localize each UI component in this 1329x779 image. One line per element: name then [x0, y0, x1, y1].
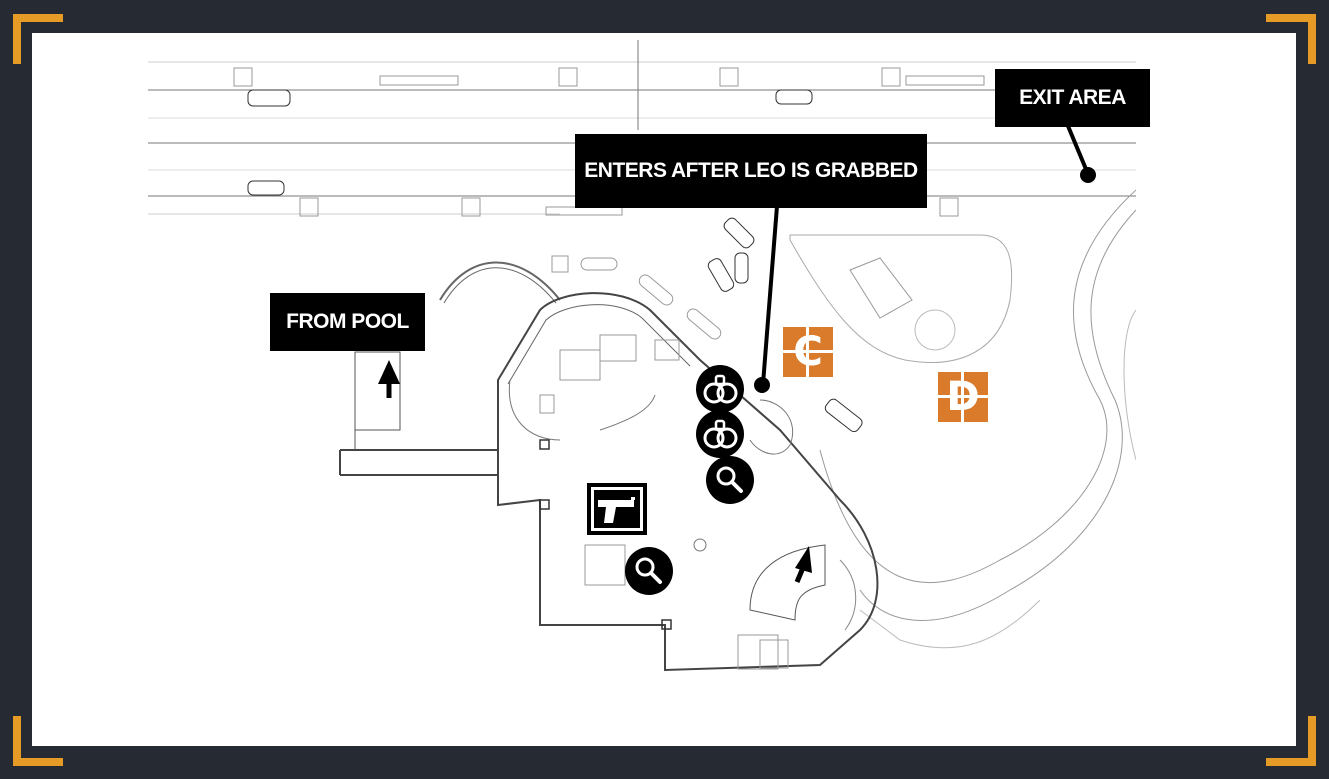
marker-c-label: C [793, 329, 823, 375]
marker-d-label: D [946, 374, 980, 420]
handcuffs-icon [696, 365, 744, 413]
exit-area-label: EXIT AREA [1019, 86, 1126, 109]
corner-bracket-top-left [13, 14, 63, 64]
from-pool-callout: FROM POOL [270, 293, 425, 351]
pistol-icon [587, 483, 647, 535]
enters-pointer-dot [754, 377, 770, 393]
search-icon [706, 456, 754, 504]
handcuffs-icon [696, 410, 744, 458]
from-pool-label: FROM POOL [286, 310, 409, 333]
marker-d: D [938, 372, 988, 422]
corner-bracket-top-right [1266, 14, 1316, 64]
search-icon [625, 547, 673, 595]
exit-area-pointer-dot [1080, 167, 1096, 183]
arrow-up-icon [794, 546, 812, 583]
corner-bracket-bottom-left [13, 716, 63, 766]
corner-bracket-bottom-right [1266, 716, 1316, 766]
exit-area-callout: EXIT AREA [995, 69, 1150, 127]
enters-after-label: ENTERS AFTER LEO IS GRABBED [584, 159, 918, 182]
arrow-up-icon [378, 360, 400, 398]
marker-c: C [783, 327, 833, 377]
enters-after-callout: ENTERS AFTER LEO IS GRABBED [575, 134, 927, 208]
